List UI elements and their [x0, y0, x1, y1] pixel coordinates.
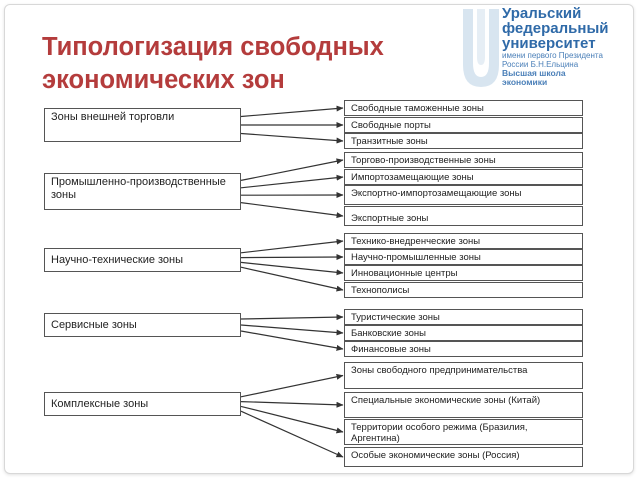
zone-item: Специальные экономические зоны (Китай)	[344, 392, 583, 418]
connector-arrow	[240, 401, 344, 408]
zone-item-label: Свободные порты	[351, 120, 431, 131]
zone-item-label: Свободные таможенные зоны	[351, 103, 484, 114]
zone-item-label: Туристические зоны	[351, 312, 440, 323]
zone-item-label: Особые экономические зоны (Россия)	[351, 450, 520, 461]
connector-arrow	[240, 158, 344, 181]
zone-item: Инновационные центры	[344, 265, 583, 281]
connector-arrow	[240, 254, 344, 261]
connector-arrow	[240, 266, 344, 292]
zone-item: Территории особого режима (Бразилия, Арг…	[344, 419, 583, 445]
zone-item: Экспортные зоны	[344, 206, 583, 226]
logo-line-1: Уральский	[502, 5, 582, 22]
logo-subtitle-2: России Б.Н.Ельцина	[502, 60, 579, 69]
category-label: Научно-технические зоны	[51, 253, 184, 266]
zone-item-label: Научно-промышленные зоны	[351, 252, 481, 263]
title-line-2: экономических зон	[42, 66, 285, 94]
university-logo-icon	[451, 9, 499, 87]
category-label: Промышленно-производственные зоны	[51, 176, 226, 201]
category-label: Сервисные зоны	[51, 318, 137, 331]
category-service-zones: Сервисные зоны	[44, 313, 241, 337]
connector-arrow	[240, 314, 344, 321]
zone-item-label: Банковские зоны	[351, 328, 426, 339]
zone-item: Технополисы	[344, 282, 583, 298]
connector-arrow	[240, 261, 344, 276]
zone-item: Туристические зоны	[344, 309, 583, 325]
zone-item-label: Технополисы	[351, 285, 410, 296]
slide-title: Типологизация свободных экономических зо…	[42, 31, 384, 97]
connector-arrow	[240, 373, 344, 398]
zone-item: Банковские зоны	[344, 325, 583, 341]
zone-item-label: Технико-внедренческие зоны	[351, 236, 481, 247]
zone-item: Финансовые зоны	[344, 341, 583, 357]
category-complex-zones: Комплексные зоны	[44, 392, 241, 416]
zone-item-label: Торгово-производственные зоны	[351, 155, 496, 166]
connector-arrow	[240, 174, 344, 189]
zone-item-label: Экспортно-импортозамещающие зоны	[351, 188, 522, 199]
connector-arrow	[240, 202, 344, 219]
zone-item: Транзитные зоны	[344, 133, 583, 149]
connector-arrow	[240, 405, 344, 434]
connector-arrow	[240, 330, 344, 351]
zone-item: Торгово-производственные зоны	[344, 152, 583, 168]
connector-arrow	[240, 105, 344, 118]
logo-line-2: федеральный	[502, 20, 609, 37]
zone-item: Экспортно-импортозамещающие зоны	[344, 185, 583, 205]
connector-arrow	[240, 132, 344, 144]
category-foreign-trade-zones: Зоны внешней торговли	[44, 108, 241, 142]
title-line-1: Типологизация свободных	[42, 33, 384, 61]
connector-arrow	[240, 410, 344, 458]
category-science-tech-zones: Научно-технические зоны	[44, 248, 241, 272]
zone-item: Зоны свободного предпринимательства	[344, 362, 583, 389]
zone-item-label: Экспортные зоны	[351, 213, 429, 224]
zone-item-label: Территории особого режима (Бразилия, Арг…	[351, 422, 528, 444]
connector-arrow	[240, 324, 344, 336]
connector-arrow	[240, 238, 344, 254]
zone-item-label: Зоны свободного предпринимательства	[351, 365, 528, 376]
zone-item: Технико-внедренческие зоны	[344, 233, 583, 249]
logo-school-2: экономики	[502, 77, 548, 87]
logo-school-1: Высшая школа	[502, 68, 566, 78]
zone-item-label: Финансовые зоны	[351, 344, 431, 355]
category-label: Комплексные зоны	[51, 397, 149, 410]
logo-line-3: университет	[502, 35, 596, 52]
zone-item-label: Специальные экономические зоны (Китай)	[351, 395, 541, 406]
zone-item: Свободные порты	[344, 117, 583, 133]
zone-item: Импортозамещающие зоны	[344, 169, 583, 185]
zone-item: Свободные таможенные зоны	[344, 100, 583, 116]
zone-item-label: Импортозамещающие зоны	[351, 172, 474, 183]
zone-item: Особые экономические зоны (Россия)	[344, 447, 583, 467]
zone-item: Научно-промышленные зоны	[344, 249, 583, 265]
category-label: Зоны внешней торговли	[51, 111, 175, 123]
category-industrial-zones: Промышленно-производственные зоны	[44, 173, 241, 210]
zone-item-label: Инновационные центры	[351, 268, 458, 279]
zone-item-label: Транзитные зоны	[351, 136, 428, 147]
university-logo-text: Уральский федеральный университет имени …	[502, 6, 608, 87]
logo-subtitle-1: имени первого Президента	[502, 51, 603, 60]
